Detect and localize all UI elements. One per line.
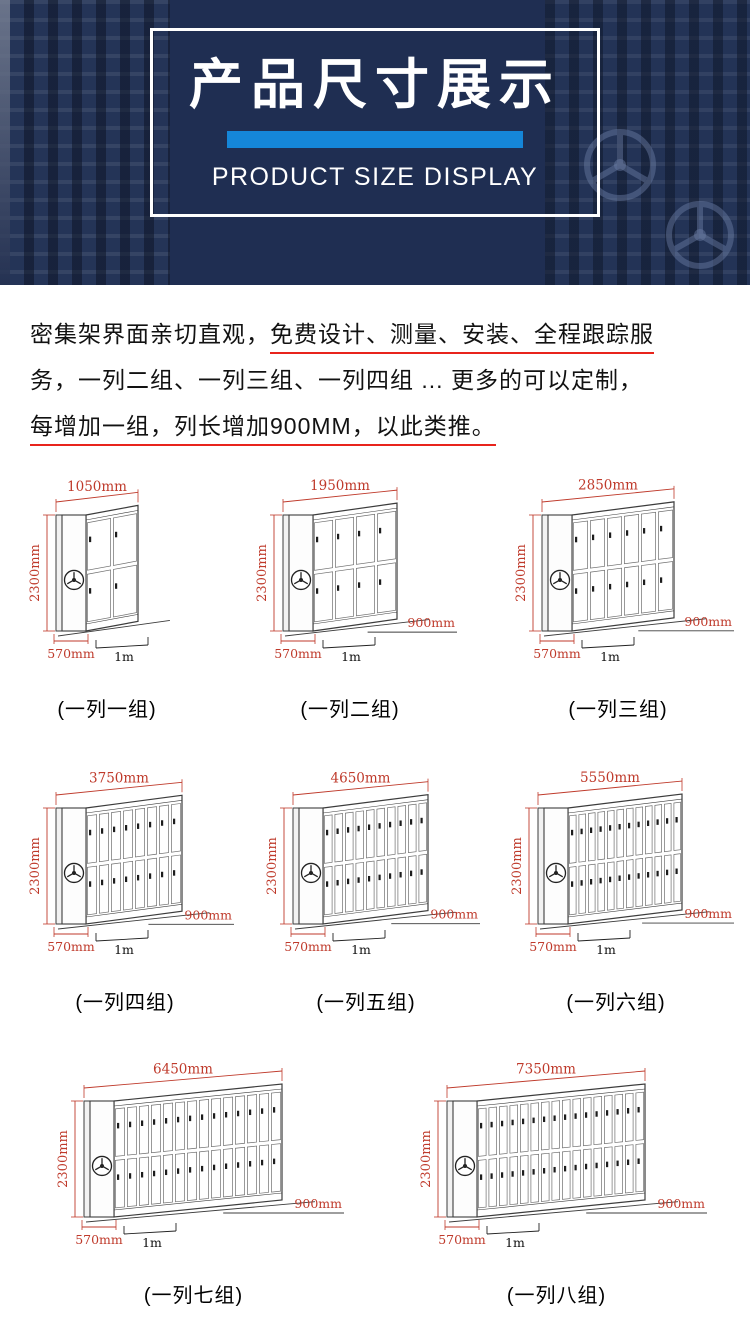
svg-text:5550mm: 5550mm — [580, 770, 640, 786]
svg-text:1950mm: 1950mm — [310, 478, 370, 494]
shelving-drawing: 1050mm 2300mm 570mm 1m — [28, 479, 170, 664]
svg-text:2300mm: 2300mm — [28, 837, 43, 895]
svg-text:570mm: 570mm — [529, 939, 577, 954]
diagram-label: (一列四组) — [75, 992, 175, 1014]
svg-text:900mm: 900mm — [407, 615, 455, 630]
page-title: 产品尺寸展示 — [189, 55, 561, 115]
building-photo-right — [545, 0, 750, 285]
svg-text:570mm: 570mm — [533, 646, 581, 661]
svg-text:1m: 1m — [114, 649, 134, 664]
shelving-drawing: 900mm 1950mm 2300mm 570mm 1m — [255, 478, 457, 664]
diagram-label: (一列八组) — [506, 1285, 607, 1307]
svg-text:900mm: 900mm — [184, 907, 232, 922]
svg-text:1m: 1m — [341, 649, 361, 664]
diagram-label: (一列一组) — [57, 699, 157, 721]
svg-text:570mm: 570mm — [438, 1232, 486, 1247]
shelving-drawing: 900mm 2850mm 2300mm 570mm 1m — [514, 477, 734, 664]
svg-text:2300mm: 2300mm — [419, 1130, 434, 1188]
svg-text:570mm: 570mm — [75, 1232, 123, 1247]
svg-text:570mm: 570mm — [47, 939, 95, 954]
svg-text:2300mm: 2300mm — [265, 837, 280, 895]
svg-text:570mm: 570mm — [47, 646, 95, 661]
size-diagram-8: 900mm 7350mm 2300mm 570mm 1m (一列八组) — [403, 1049, 711, 1308]
size-diagram-grid: 1050mm 2300mm 570mm 1m (一列一组) 900mm 1950mm 2300… — [0, 463, 750, 1308]
svg-text:3750mm: 3750mm — [89, 771, 149, 787]
shelving-drawing: 900mm 7350mm 2300mm 570mm 1m — [419, 1062, 707, 1250]
svg-text:1m: 1m — [596, 942, 616, 957]
intro-text: 密集架界面亲切直观， — [30, 321, 270, 347]
intro-text-underlined: 每增加一组，列长增加900MM，以此类推。 — [30, 413, 496, 446]
size-diagram-5: 900mm 4650mm 2300mm 570mm 1m (一列五组) — [249, 756, 484, 1015]
diagram-label: (一列六组) — [566, 992, 666, 1014]
svg-text:7350mm: 7350mm — [516, 1062, 576, 1078]
banner-edge-highlight — [0, 0, 10, 285]
intro-text-underlined: 免费设计、测量、安装、全程跟踪服 — [270, 321, 654, 354]
size-diagram-1: 1050mm 2300mm 570mm 1m (一列一组) — [12, 463, 202, 722]
intro-line-1: 密集架界面亲切直观，免费设计、测量、安装、全程跟踪服 — [30, 311, 720, 357]
banner-title-box: 产品尺寸展示 PRODUCT SIZE DISPLAY — [150, 28, 600, 218]
size-diagram-2: 900mm 1950mm 2300mm 570mm 1m (一列二组) — [239, 463, 461, 722]
svg-text:1m: 1m — [600, 649, 620, 664]
svg-text:570mm: 570mm — [284, 939, 332, 954]
svg-text:2300mm: 2300mm — [514, 544, 529, 602]
svg-text:2300mm: 2300mm — [255, 544, 270, 602]
svg-text:2300mm: 2300mm — [28, 544, 43, 602]
diagram-row-2: 900mm 3750mm 2300mm 570mm 1m (一列四组) 900mm 4650m… — [0, 756, 750, 1015]
svg-text:2300mm: 2300mm — [56, 1130, 71, 1188]
shelving-drawing: 900mm 4650mm 2300mm 570mm 1m — [265, 770, 480, 957]
svg-text:2300mm: 2300mm — [510, 837, 525, 895]
svg-text:900mm: 900mm — [684, 906, 732, 921]
shelving-drawing: 900mm 6450mm 2300mm 570mm 1m — [56, 1062, 344, 1250]
svg-text:6450mm: 6450mm — [153, 1062, 213, 1078]
svg-text:1050mm: 1050mm — [67, 479, 127, 495]
svg-text:900mm: 900mm — [294, 1196, 342, 1211]
svg-text:1m: 1m — [114, 942, 134, 957]
page-subtitle: PRODUCT SIZE DISPLAY — [211, 163, 539, 192]
size-diagram-3: 900mm 2850mm 2300mm 570mm 1m (一列三组) — [498, 463, 738, 722]
building-photo-left — [0, 0, 170, 285]
size-diagram-7: 900mm 6450mm 2300mm 570mm 1m (一列七组) — [40, 1049, 348, 1308]
diagram-label: (一列二组) — [300, 699, 400, 721]
svg-text:900mm: 900mm — [684, 614, 732, 629]
shelving-drawing: 900mm 5550mm 2300mm 570mm 1m — [510, 770, 734, 957]
intro-paragraph: 密集架界面亲切直观，免费设计、测量、安装、全程跟踪服 务，一列二组、一列三组、一… — [0, 285, 750, 453]
svg-text:900mm: 900mm — [430, 907, 478, 922]
diagram-row-3: 900mm 6450mm 2300mm 570mm 1m (一列七组) 900mm 7350m… — [0, 1049, 750, 1308]
page-bottom-spacer — [0, 1308, 750, 1334]
svg-text:4650mm: 4650mm — [330, 770, 390, 786]
svg-text:2850mm: 2850mm — [578, 477, 638, 493]
size-diagram-6: 900mm 5550mm 2300mm 570mm 1m (一列六组) — [494, 756, 738, 1015]
svg-text:1m: 1m — [505, 1235, 525, 1250]
shelving-drawing: 900mm 3750mm 2300mm 570mm 1m — [28, 771, 234, 957]
svg-text:1m: 1m — [142, 1235, 162, 1250]
size-diagram-4: 900mm 3750mm 2300mm 570mm 1m (一列四组) — [12, 756, 238, 1015]
intro-text: 务，一列二组、一列三组、一列四组 ... 更多的可以定制， — [30, 367, 643, 393]
diagram-label: (一列五组) — [316, 992, 416, 1014]
diagram-label: (一列七组) — [143, 1285, 244, 1307]
svg-text:570mm: 570mm — [274, 646, 322, 661]
intro-line-2: 务，一列二组、一列三组、一列四组 ... 更多的可以定制， — [30, 357, 720, 403]
diagram-row-1: 1050mm 2300mm 570mm 1m (一列一组) 900mm 1950mm 2300… — [0, 463, 750, 722]
intro-line-3: 每增加一组，列长增加900MM，以此类推。 — [30, 403, 720, 449]
svg-text:900mm: 900mm — [657, 1196, 705, 1211]
svg-text:1m: 1m — [351, 942, 371, 957]
title-accent-bar — [227, 131, 523, 149]
diagram-label: (一列三组) — [568, 699, 668, 721]
banner: 产品尺寸展示 PRODUCT SIZE DISPLAY — [0, 0, 750, 285]
